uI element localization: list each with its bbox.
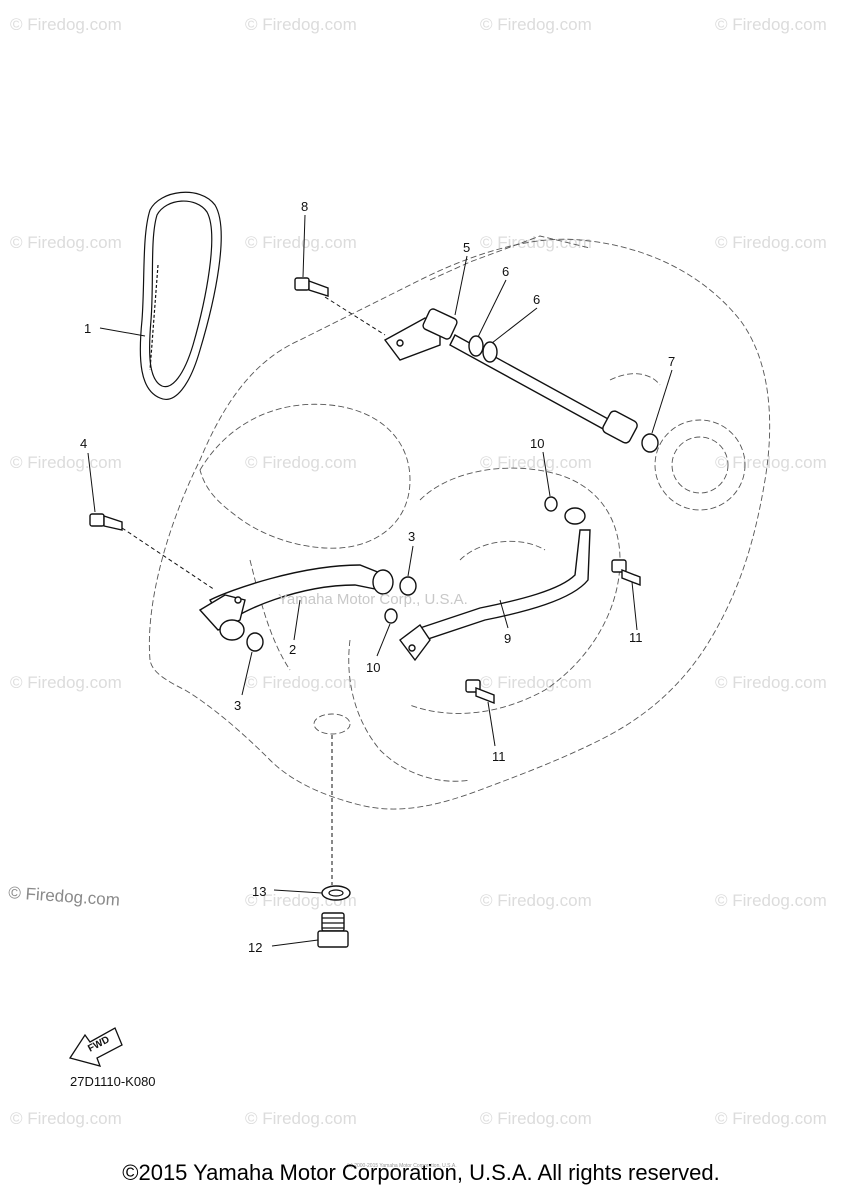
o-ring-3-right [399,576,417,596]
watermark: © Firedog.com [715,673,827,692]
callout-8: 8 [301,199,308,214]
callout-4: 4 [80,436,87,451]
bolt-4 [89,513,216,591]
callout-12: 12 [248,940,262,955]
watermark: © Firedog.com [715,453,827,472]
watermark: © Firedog.com [245,453,357,472]
o-ring-6-b [482,341,498,363]
o-ring-10-lower [384,608,398,624]
callout-7: 7 [668,354,675,369]
callout-2: 2 [289,642,296,657]
callout-5: 5 [463,240,470,255]
callout-13: 13 [252,884,266,899]
watermark-main: © Firedog.com [8,883,121,910]
watermark: © Firedog.com [245,233,357,252]
watermark: © Firedog.com [10,15,122,34]
leader-lines [87,214,673,947]
o-ring-7 [641,433,659,453]
callout-6-b: 6 [533,292,540,307]
callout-6-a: 6 [502,264,509,279]
callout-11-lower: 11 [492,749,506,764]
watermark: © Firedog.com [480,233,592,252]
watermark: © Firedog.com [480,15,592,34]
watermark: © Firedog.com [10,233,122,252]
gasket-13 [321,885,351,901]
bolt-8 [294,277,329,297]
callout-3-right: 3 [408,529,415,544]
center-watermark: Yamaha Motor Corp., U.S.A. [278,591,468,608]
callout-3-left: 3 [234,698,241,713]
oil-pipe-9 [399,507,591,662]
callouts: 1 2 3 3 4 5 6 6 7 8 9 10 10 11 11 12 13 [80,199,675,955]
crankcase-outline [148,235,771,810]
watermark: © Firedog.com [480,453,592,472]
watermark: © Firedog.com [480,891,592,910]
watermark: © Firedog.com [245,673,357,692]
watermark: © Firedog.com [715,15,827,34]
tiny-copyright: (c) 2000-2015 Yamaha Motor Corporation, … [347,1163,457,1169]
callout-1: 1 [84,321,91,336]
bolt-11-right [611,559,641,587]
watermark: © Firedog.com [715,233,827,252]
timing-chain [139,191,222,400]
callout-10-lower: 10 [366,660,380,675]
drain-plug-12 [317,912,349,948]
o-ring-3-left [246,632,264,652]
copyright-notice: ©2015 Yamaha Motor Corporation, U.S.A. A… [122,1160,720,1185]
fwd-arrow-icon: FWD [68,1027,123,1067]
watermark: © Firedog.com [480,1109,592,1128]
diagram-ref-code: 27D1110-K080 [70,1074,156,1089]
callout-11-right: 11 [629,630,643,645]
o-ring-10-upper [544,496,558,512]
watermark: © Firedog.com [715,891,827,910]
callout-10-upper: 10 [530,436,544,451]
oil-pipe-5 [324,296,638,444]
watermark-grid: © Firedog.com © Firedog.com © Firedog.co… [8,15,827,1128]
watermark: © Firedog.com [715,1109,827,1128]
watermark: © Firedog.com [480,673,592,692]
o-ring-6-a [468,335,484,357]
callout-9: 9 [504,631,511,646]
watermark: © Firedog.com [245,1109,357,1128]
bolt-11-lower [465,679,495,705]
oil-pipe-2 [198,564,394,641]
watermark: © Firedog.com [10,1109,122,1128]
watermark: © Firedog.com [245,15,357,34]
watermark: © Firedog.com [10,673,122,692]
watermark: © Firedog.com [10,453,122,472]
